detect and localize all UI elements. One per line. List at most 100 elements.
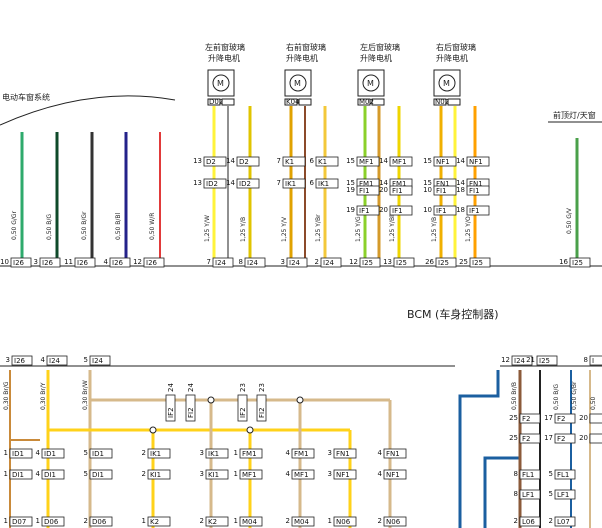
connector-name: IF2 — [167, 407, 175, 418]
connector-name: F2 — [557, 415, 565, 423]
motor-label-2: 升降电机 — [286, 53, 318, 63]
connector-name: DI1 — [12, 471, 24, 479]
connector-name: FI1 — [436, 187, 447, 195]
connector-pin: 17 — [544, 414, 553, 422]
connector-name: MF1 — [392, 158, 407, 166]
connector-pin: 15 — [346, 157, 355, 165]
wire-spec: 1,25 Y/G — [355, 216, 362, 242]
connector-pin: 3 — [281, 258, 285, 266]
connector-box — [589, 433, 602, 444]
connector-pin: 12 — [133, 258, 142, 266]
connector-pin: 25 — [509, 434, 518, 442]
connector-box — [74, 257, 96, 268]
connector-box — [554, 413, 576, 424]
connector-name: D06 — [44, 518, 59, 526]
connector-box — [203, 156, 227, 167]
connector-pin: 26 — [425, 258, 434, 266]
connector-name: IK1 — [285, 180, 296, 188]
connector-name: I26 — [146, 259, 158, 267]
connector-pin: 5 — [549, 470, 553, 478]
connector-box — [239, 448, 263, 459]
connector-box — [466, 185, 490, 196]
connector-box — [282, 178, 306, 189]
connector-name: N06 — [386, 518, 401, 526]
connector: 20 — [579, 413, 602, 424]
connector-box — [185, 394, 196, 422]
connector-box — [89, 516, 113, 527]
connector-name: M04 — [294, 518, 309, 526]
motor-left-rear: 左后窗玻璃 升降电机 M M02 — [357, 42, 400, 106]
connector-name: N06 — [336, 518, 351, 526]
motor-left-front: 左前窗玻璃 升降电机 M D02 — [205, 42, 245, 106]
connector-name: F2 — [522, 435, 530, 443]
wire-spec: 0,30 Br/Y — [40, 382, 47, 410]
connector-pin: 14 — [456, 179, 465, 187]
connector-pin: 2 — [549, 517, 553, 525]
connector-box — [212, 257, 234, 268]
connector-box — [89, 448, 113, 459]
connector-pin: 1 — [36, 517, 40, 525]
wire-spec: 0,50 B/Bl — [115, 212, 122, 240]
motor-right-front: 右前窗玻璃 升降电机 M K04 — [284, 42, 326, 106]
connector-pin: 3 — [200, 470, 204, 478]
wire-spec: 0,50 G/V — [566, 207, 573, 234]
connector-box — [165, 394, 176, 422]
connector-name: ID1 — [12, 450, 24, 458]
connector-pin: 4 — [378, 470, 383, 478]
connector-box — [389, 185, 413, 196]
connector-pin: 8 — [584, 356, 588, 364]
wire-spec: 1,25 Y/Bl — [389, 215, 396, 242]
connector-box — [39, 257, 61, 268]
connector-box — [320, 257, 342, 268]
motor-m-label: M — [217, 79, 224, 88]
system-bracket-arc — [0, 95, 176, 126]
wire-spec: 0,50 G/Br — [571, 381, 578, 410]
motor-label-2: 升降电机 — [436, 53, 468, 63]
connector-name: MF1 — [242, 471, 257, 479]
connector-pin: 13 — [193, 157, 202, 165]
connector-pin: 4 — [36, 449, 41, 457]
connector-name: FI1 — [469, 187, 480, 195]
connector-pin: 3 — [328, 470, 332, 478]
connector-box — [356, 205, 380, 216]
connector-box — [511, 355, 533, 366]
connector-box — [589, 413, 602, 424]
connector-name: IK1 — [208, 450, 219, 458]
connector-box — [435, 257, 457, 268]
connector-name: L07 — [557, 518, 570, 526]
connector-name: DI1 — [44, 471, 56, 479]
connector-box — [536, 355, 558, 366]
motor-icon — [212, 74, 230, 92]
connector-name: FI2 — [258, 407, 266, 418]
connector-pin: 10 — [423, 206, 432, 214]
connector-name: K1 — [318, 158, 327, 166]
connector-box — [333, 469, 357, 480]
motor-code: N02 — [435, 98, 449, 106]
wire-spec: 0,50 B/G — [553, 384, 560, 410]
motor-code: D02 — [209, 98, 223, 106]
connector-name: FM1 — [294, 450, 309, 458]
wire-spec: 0,30 Br/G — [3, 381, 10, 410]
connector-pin: 10 — [0, 258, 9, 266]
connector-name: I24 — [247, 259, 259, 267]
left-system-label: 电动车窗系统 — [2, 92, 50, 102]
motor-label-1: 左前窗玻璃 — [205, 42, 245, 52]
